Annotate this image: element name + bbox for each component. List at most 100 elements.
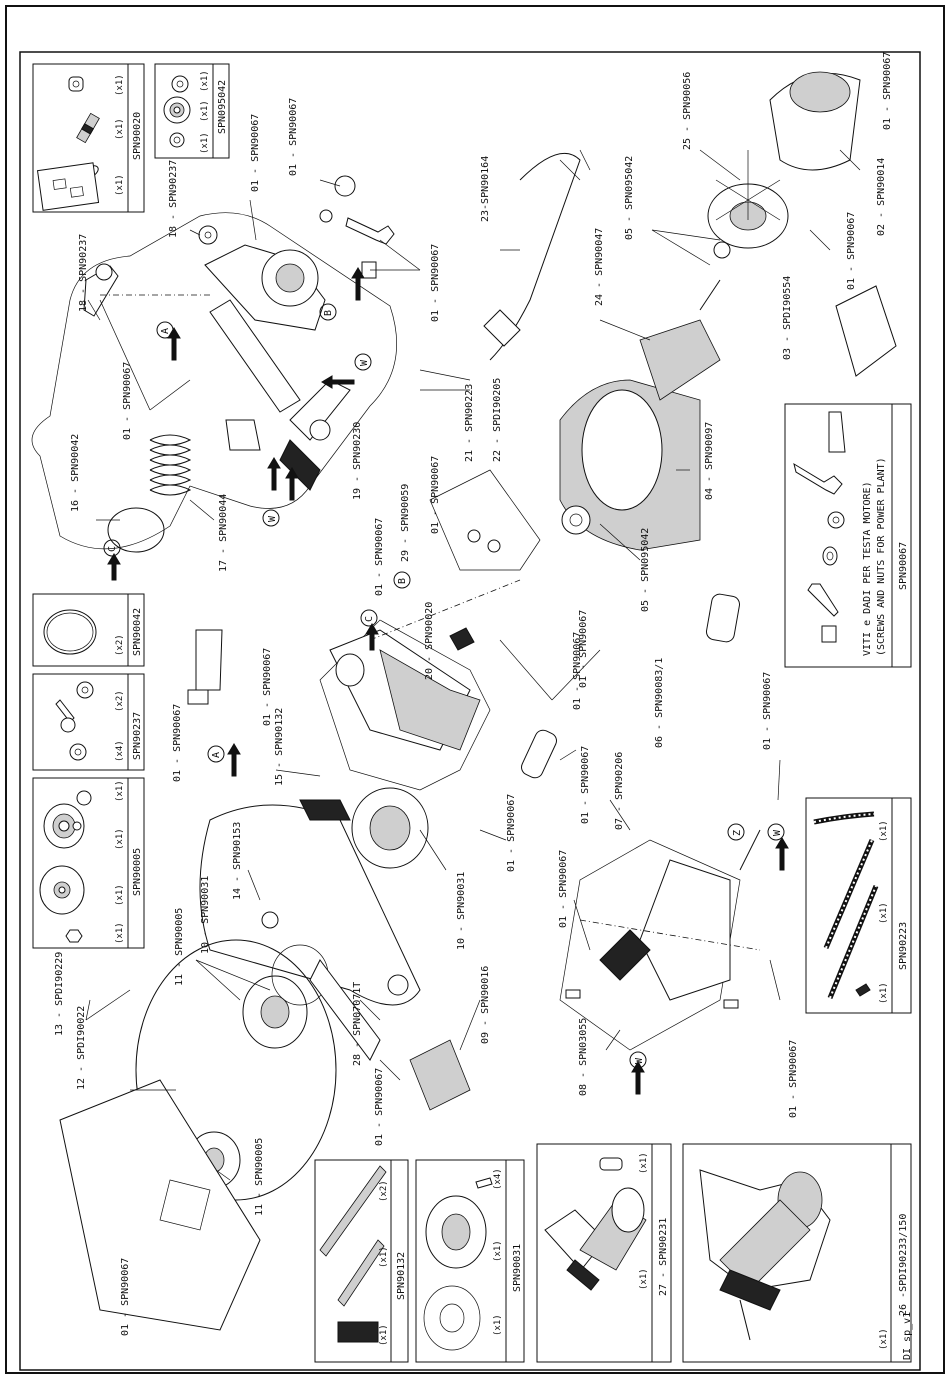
marker-circles: [103, 303, 785, 1069]
callout-14: 14 - SPN90153: [232, 822, 243, 900]
marker-labels: A A B B C C W W W W Z: [107, 310, 783, 1064]
upper-arm-assembly: [31, 175, 397, 553]
kit-labels: SPN90020 (x1) (x1) (x1) SPN095042 (x1) (…: [115, 70, 913, 1360]
callout-06: 06 - SPN90083/1: [654, 658, 665, 748]
callout-03: 03 - SPDI90554: [782, 276, 793, 360]
callout-28: 28 - SPN07071T: [352, 982, 363, 1066]
spring-part: [149, 434, 192, 496]
callout-13: 13 - SPDI90229: [54, 952, 65, 1036]
kit-box-spn90132: [314, 1159, 409, 1363]
kit-box-spn90231: [536, 1143, 672, 1363]
callout-10a: 10 - SPN90031: [456, 872, 467, 950]
kit-qty: (x1): [115, 74, 125, 96]
callout-10b: 10 - SPN90031: [200, 876, 211, 954]
kit-qty: (x1): [493, 1240, 503, 1262]
kit-qty: (x1): [200, 132, 210, 154]
kit-box-spn095042: [154, 63, 230, 159]
marker-w-1: W: [359, 359, 370, 366]
kit-code-spn90031: SPN90031: [512, 1244, 523, 1292]
marker-b-1: B: [323, 310, 334, 316]
callout-22: 22 - SPDI90205: [492, 378, 503, 462]
leader-lines: [85, 149, 861, 1181]
notes-line-2: (SCREWS AND NUTS FOR POWER PLANT): [876, 457, 887, 656]
callout-07: 07 - SPN90206: [614, 752, 625, 830]
kit-qty: (x1): [493, 1314, 503, 1336]
marker-a-1: A: [160, 328, 171, 334]
marker-a-2: A: [211, 752, 222, 758]
guard-assembly: [559, 829, 761, 1051]
callout-01d: 01 - SPN90067: [122, 362, 133, 440]
kit-qty: (x1): [639, 1268, 649, 1290]
callout-labels: 18 - SPN90237 18 - SPN90237 01 - SPN9006…: [54, 52, 893, 1336]
callout-01p: 01 - SPN90067: [374, 1068, 385, 1146]
callout-01n: 01 - SPN90067: [580, 746, 591, 824]
pulley-cover-assembly: [59, 799, 471, 1331]
callout-05a: 05 - SPN095042: [624, 156, 635, 240]
kit-qty: (x1): [879, 820, 889, 842]
kit-box-spn90223: [805, 797, 912, 1014]
marker-w-4: W: [634, 1057, 645, 1064]
kit-qty: (x1): [115, 884, 125, 906]
callout-18b: 18 - SPN90237: [168, 160, 179, 238]
kit-code-spn90132: SPN90132: [396, 1252, 407, 1300]
marker-c-1: C: [107, 546, 118, 552]
kit-qty: (x1): [115, 118, 125, 140]
callout-01k: 01 - SPN90067: [762, 672, 773, 750]
callout-17: 17 - SPN90044: [218, 494, 229, 572]
callout-01i: 01 - SPN90067: [846, 212, 857, 290]
kit-box-spn90031: [415, 1159, 525, 1363]
kit-qty: (x1): [200, 70, 210, 92]
kit-box-spn90020: [32, 63, 145, 213]
kit-box-spdi90233: [682, 1143, 912, 1363]
kit-qty: (x2): [115, 690, 125, 712]
callout-01a: 01 - SPN90067: [250, 114, 261, 192]
callout-05b: 05 - SPN095042: [640, 528, 651, 612]
callout-04: 04 - SPN90097: [704, 422, 715, 500]
callout-01s: 01 - SPN90067: [788, 1040, 799, 1118]
kit-qty: (x1): [379, 1246, 389, 1268]
callout-01b: 01 - SPN90067: [288, 98, 299, 176]
kit-qty: (x1): [200, 100, 210, 122]
marker-w-2: W: [267, 515, 278, 522]
callout-01o: 01 - SPN90067: [506, 794, 517, 872]
sheet-code: DI sp_v1: [902, 1312, 913, 1360]
callout-19: 19 - SPN90230: [352, 422, 363, 500]
callout-16: 16 - SPN90042: [70, 434, 81, 512]
callout-15: 15 - SPN90132: [274, 708, 285, 786]
kit-qty: (x2): [115, 634, 125, 656]
kit-code-spdi90233: 26 -SPDI90233/150: [898, 1214, 909, 1316]
kit-qty: (x1): [115, 922, 125, 944]
marker-c-2: C: [364, 616, 375, 622]
kit-box-spn90042: [32, 593, 145, 667]
callout-12: 12 - SPDI90022: [76, 1006, 87, 1090]
kit-qty: (x1): [115, 828, 125, 850]
callout-11a: 11 - SPN90005: [174, 908, 185, 986]
callout-01e: 01 - SPN90067: [430, 456, 441, 534]
callout-20: 20 - SPN90020: [424, 602, 435, 680]
kit-qty: (x4): [115, 740, 125, 762]
kit-qty: (x1): [115, 174, 125, 196]
callout-01j: 01 - SPN90067: [578, 610, 589, 688]
callout-25: 25 - SPN90056: [682, 72, 693, 150]
marker-w-3: W: [772, 829, 783, 836]
callout-29: 29 - SPN90059: [400, 484, 411, 562]
kit-qty: (x1): [879, 982, 889, 1004]
callout-01m: 01 - SPN90067: [262, 648, 273, 726]
callout-18a: 18 - SPN90237: [78, 234, 89, 312]
kit-code-spn095042: SPN095042: [217, 80, 228, 134]
marker-b-2: B: [397, 578, 408, 584]
callout-11b: 11 - SPN90005: [254, 1138, 265, 1216]
kit-code-spn90223: SPN90223: [898, 922, 909, 970]
kit-code-spn90005: SPN90005: [132, 848, 143, 896]
kit-qty: (x1): [879, 1328, 889, 1350]
kit-box-spn90237: [32, 673, 145, 771]
callout-02: 02 - SPN90014: [876, 158, 887, 236]
callout-01l: 01 - SPN90067: [172, 704, 183, 782]
direction-arrows: [107, 267, 789, 1095]
kit-qty: (x1): [639, 1152, 649, 1174]
kit-code-spn90020: SPN90020: [132, 112, 143, 160]
kit-box-spn90067-notes: [784, 403, 912, 668]
outer-border: [5, 5, 945, 1374]
